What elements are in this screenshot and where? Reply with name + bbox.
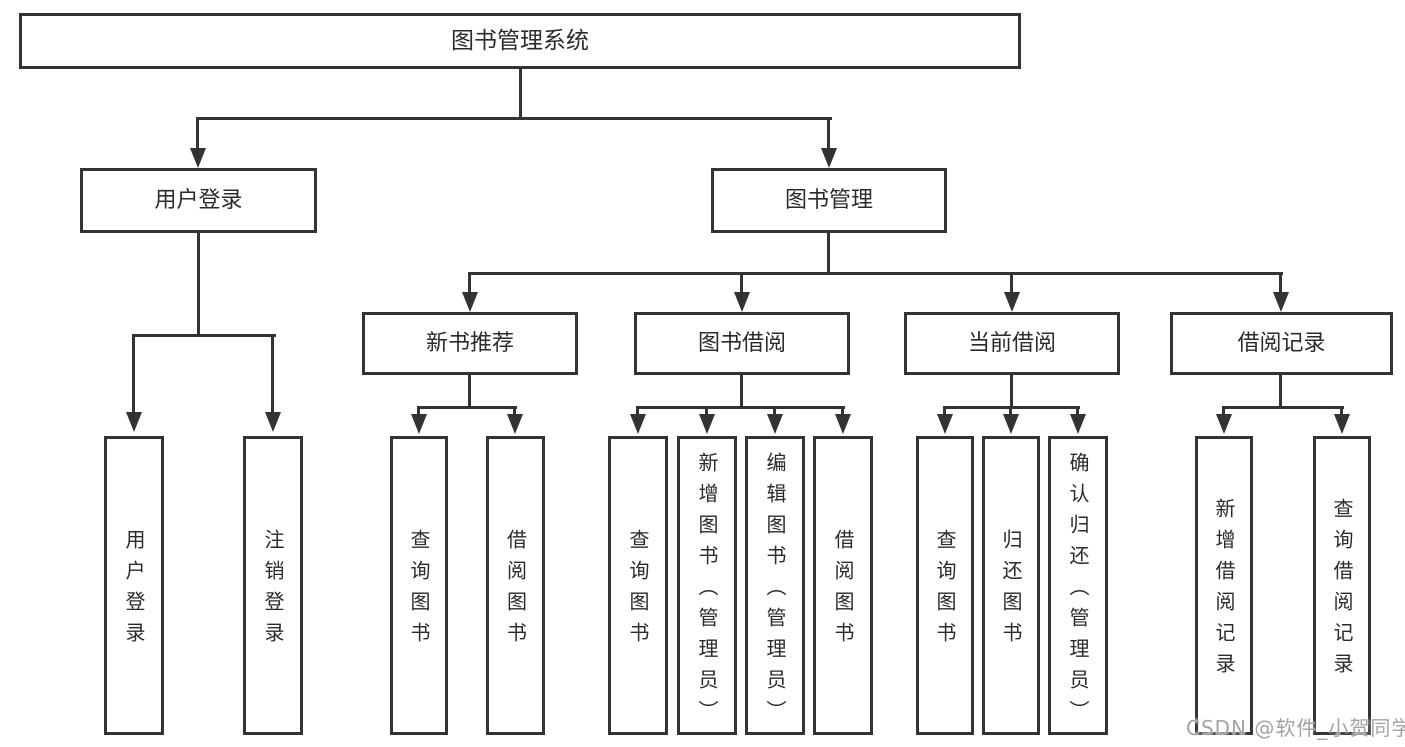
arrowhead-down-icon [265, 412, 281, 432]
connector-rail-level3 [468, 272, 1283, 275]
leaf-borrow-book-label: 借阅图书 [831, 529, 855, 653]
node-book-management-label: 图书管理 [784, 187, 873, 213]
connector-shaft [636, 406, 639, 416]
arrowhead-down-icon [507, 414, 523, 434]
leaf-query-book-recommend: 查询图书 [390, 436, 448, 735]
leaf-query-book-current-label: 查询图书 [933, 529, 957, 653]
connector-stem [1010, 375, 1013, 406]
node-root: 图书管理系统 [19, 13, 1021, 69]
node-book-borrow: 图书借阅 [634, 312, 850, 375]
connector-shaft [468, 272, 471, 292]
leaf-confirm-return-admin: 确认归还（管理员） [1048, 436, 1108, 735]
connector-shaft [841, 406, 844, 416]
leaf-user-login-label: 用户登录 [122, 529, 146, 653]
arrowhead-down-icon [835, 414, 851, 434]
leaf-query-borrow-record-label: 查询借阅记录 [1330, 498, 1354, 684]
arrowhead-down-icon [821, 148, 837, 168]
arrowhead-down-icon [1003, 414, 1019, 434]
connector-trunk [519, 69, 522, 117]
leaf-edit-book-admin-label: 编辑图书（管理员） [763, 451, 787, 731]
connector-shaft [705, 406, 708, 416]
leaf-return-book: 归还图书 [982, 436, 1040, 735]
leaf-add-borrow-record: 新增借阅记录 [1195, 436, 1253, 735]
connector-shaft [417, 406, 420, 416]
connector-shaft [196, 117, 199, 148]
node-new-book-recommend-label: 新书推荐 [425, 330, 514, 356]
leaf-query-borrow-record: 查询借阅记录 [1313, 436, 1371, 735]
connector-shaft [1340, 406, 1343, 416]
node-new-book-recommend: 新书推荐 [362, 312, 578, 375]
connector-rail-recommend-group [417, 406, 517, 409]
connector-shaft [740, 272, 743, 292]
leaf-query-book-current: 查询图书 [916, 436, 974, 735]
node-current-borrow-label: 当前借阅 [967, 330, 1056, 356]
connector-shaft [1279, 272, 1282, 292]
arrowhead-down-icon [937, 414, 953, 434]
connector-shaft [1222, 406, 1225, 416]
connector-stem [827, 233, 830, 274]
node-current-borrow: 当前借阅 [904, 312, 1120, 375]
leaf-borrow-book-recommend-label: 借阅图书 [503, 529, 528, 653]
connector-rail-level2 [196, 117, 832, 120]
connector-stem [740, 375, 743, 406]
connector-shaft [1009, 406, 1012, 416]
leaf-query-book-recommend-label: 查询图书 [407, 529, 431, 653]
leaf-add-book-admin-label: 新增图书（管理员） [695, 451, 719, 731]
arrowhead-down-icon [1273, 292, 1289, 312]
arrowhead-down-icon [462, 292, 478, 312]
node-book-management: 图书管理 [711, 168, 947, 233]
connector-shaft [1076, 406, 1079, 416]
connector-rail-borrow-group [636, 406, 845, 409]
leaf-borrow-book-recommend: 借阅图书 [486, 436, 545, 735]
leaf-query-book-borrow-label: 查询图书 [626, 529, 650, 653]
connector-shaft [773, 406, 776, 416]
leaf-query-book-borrow: 查询图书 [608, 436, 668, 735]
leaf-user-login: 用户登录 [104, 436, 164, 735]
connector-shaft [513, 406, 516, 416]
arrowhead-down-icon [1334, 414, 1350, 434]
connector-rail-records-group [1222, 406, 1344, 409]
connector-shaft [943, 406, 946, 416]
connector-shaft [827, 117, 830, 148]
connector-shaft [1010, 272, 1013, 292]
leaf-add-book-admin: 新增图书（管理员） [677, 436, 737, 735]
leaf-confirm-return-admin-label: 确认归还（管理员） [1066, 451, 1090, 731]
leaf-logout: 注销登录 [243, 436, 303, 735]
arrowhead-down-icon [699, 414, 715, 434]
node-root-label: 图书管理系统 [451, 27, 589, 54]
connector-rail-user-group [132, 334, 276, 337]
arrowhead-down-icon [126, 412, 142, 432]
connector-shaft [271, 334, 274, 412]
arrowhead-down-icon [411, 414, 427, 434]
leaf-return-book-label: 归还图书 [999, 529, 1023, 653]
node-book-borrow-label: 图书借阅 [697, 330, 786, 356]
arrowhead-down-icon [190, 148, 206, 168]
leaf-add-borrow-record-label: 新增借阅记录 [1212, 498, 1236, 684]
arrowhead-down-icon [1004, 292, 1020, 312]
node-user-login: 用户登录 [80, 168, 317, 233]
arrowhead-down-icon [1070, 414, 1086, 434]
leaf-borrow-book: 借阅图书 [813, 436, 873, 735]
node-borrow-records: 借阅记录 [1170, 312, 1393, 375]
node-user-login-label: 用户登录 [154, 187, 243, 213]
watermark-text: CSDN @软件_小贺同学 [1186, 716, 1405, 740]
node-borrow-records-label: 借阅记录 [1237, 330, 1326, 356]
connector-stem [468, 375, 471, 406]
leaf-edit-book-admin: 编辑图书（管理员） [745, 436, 805, 735]
connector-shaft [132, 334, 135, 412]
arrowhead-down-icon [734, 292, 750, 312]
connector-stem [1279, 375, 1282, 406]
connector-stem [197, 233, 200, 336]
arrowhead-down-icon [630, 414, 646, 434]
arrowhead-down-icon [1216, 414, 1232, 434]
arrowhead-down-icon [767, 414, 783, 434]
leaf-logout-label: 注销登录 [261, 529, 285, 653]
